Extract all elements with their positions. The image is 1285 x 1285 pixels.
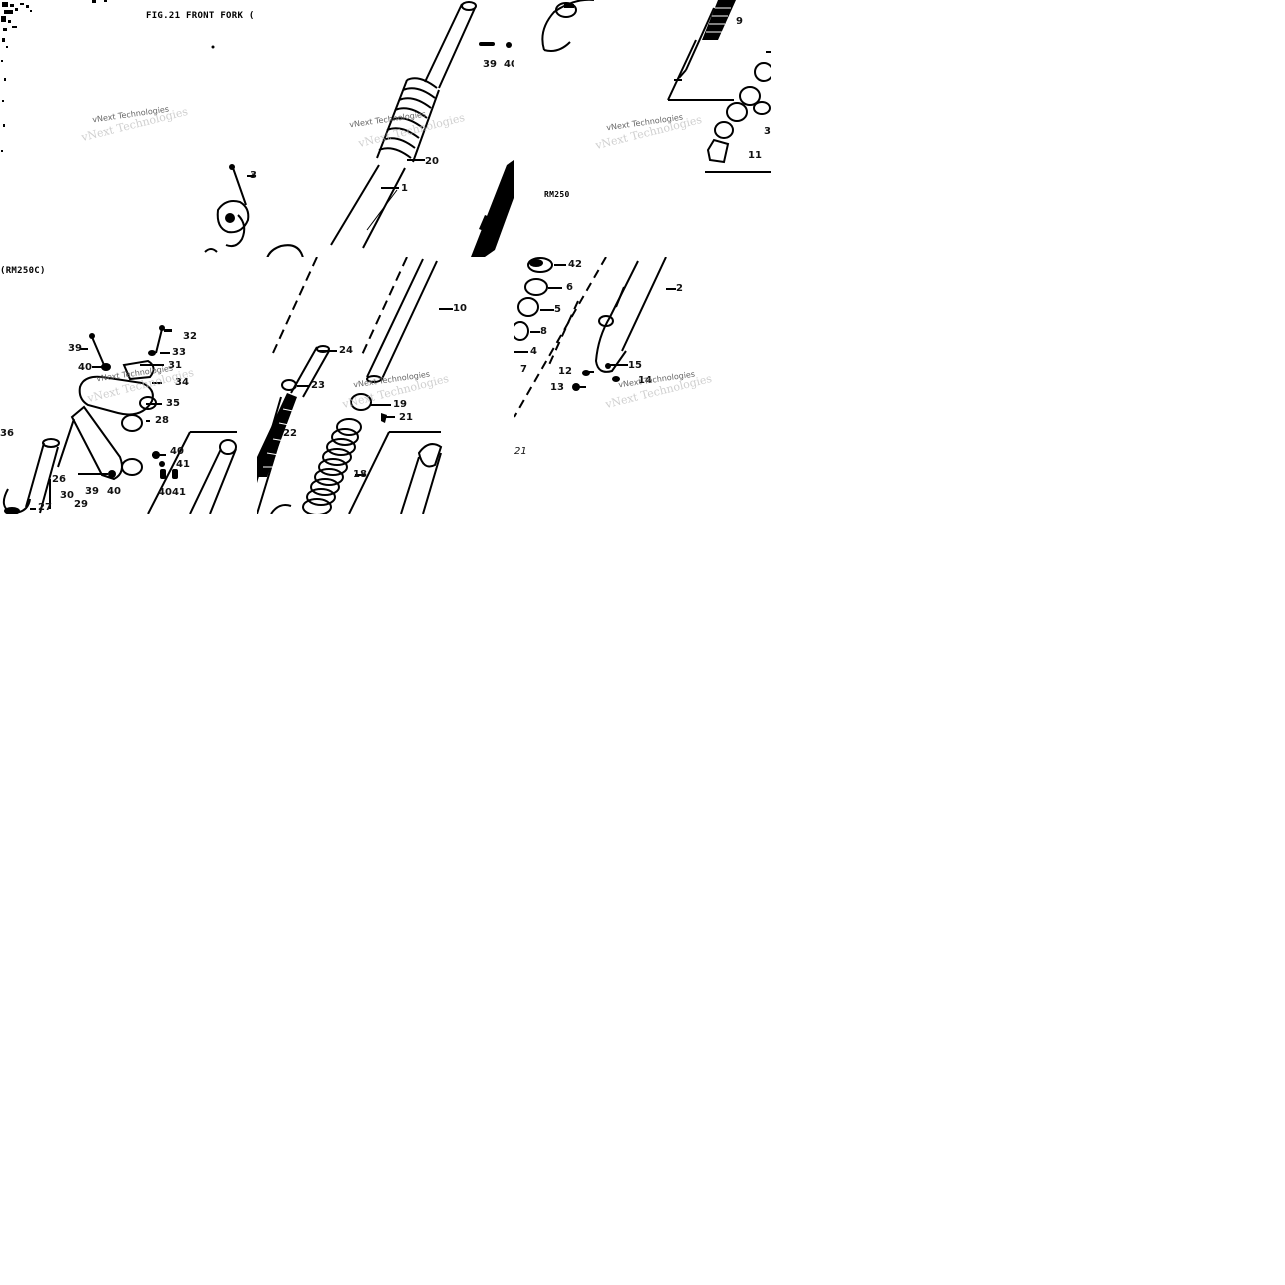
diagram-tile-title: FIG.21 FRONT FORK ( 3 vNext Technologies… — [0, 0, 257, 257]
steering-stem-drawing — [2, 325, 237, 514]
part-number-label: 8 — [540, 326, 547, 337]
part-number-label: 3 — [250, 170, 257, 181]
spring-tile-drawing — [541, 0, 771, 173]
part-number-label: 4 — [530, 346, 537, 357]
part-number-label: 40 — [158, 487, 172, 498]
part-number-label: 19 — [393, 399, 407, 410]
part-number-label: 40 — [107, 486, 121, 497]
part-number-label: 5 — [554, 304, 561, 315]
part-number-label: 11 — [748, 150, 762, 161]
part-number-label: 30 — [60, 490, 74, 501]
part-number-label: 29 — [74, 499, 88, 510]
part-number-label: 39 — [68, 343, 82, 354]
part-number-label: 32 — [183, 331, 197, 342]
part-number-label: 34 — [175, 377, 189, 388]
part-number-label: 3 — [764, 126, 771, 137]
part-number-label: 33 — [172, 347, 186, 358]
part-number-label: 10 — [453, 303, 467, 314]
part-number-label: 40 — [170, 446, 184, 457]
part-number-label: 2 — [676, 283, 683, 294]
part-number-label: 22 — [283, 428, 297, 439]
fork-upper-drawing — [266, 1, 514, 257]
part-number-label: 41 — [172, 487, 186, 498]
part-number-label: 26 — [52, 474, 66, 485]
part-number-label: 9 — [736, 16, 743, 27]
part-number-label: 21 — [399, 412, 413, 423]
diagram-tile-fork-upper: 39 40 20 1 vNext Technologies vNext Tech… — [257, 0, 514, 257]
part-number-label: 41 — [176, 459, 190, 470]
figure-title: FIG.21 FRONT FORK ( — [146, 11, 255, 21]
diagram-tile-steering-stem: (RM250C) 39 40 31 32 33 34 35 28 40 41 3… — [0, 257, 257, 514]
fork-lower-drawing — [257, 257, 453, 514]
part-number-label: 28 — [155, 415, 169, 426]
part-number-label: 39 — [483, 59, 497, 70]
part-number-label: 18 — [353, 469, 367, 480]
outer-tube-drawing — [514, 257, 676, 418]
part-number-label: 7 — [520, 364, 527, 375]
model-label: RM250 — [544, 190, 570, 199]
part-number-label: 12 — [558, 366, 572, 377]
part-number-label: 27 — [38, 502, 52, 513]
diagram-tile-outer-tube: 42 6 5 8 4 7 2 12 13 15 14 21 vNext Tech… — [514, 257, 771, 514]
part-number-label: 6 — [566, 282, 573, 293]
part-number-label: 23 — [311, 380, 325, 391]
part-number-label: 42 — [568, 259, 582, 270]
part-number-label: 35 — [166, 398, 180, 409]
part-number-label: 40 — [78, 362, 92, 373]
part-number-label: 20 — [425, 156, 439, 167]
part-number-label: 36 — [0, 428, 14, 439]
part-number-label: 13 — [550, 382, 564, 393]
part-number-label: 14 — [638, 375, 652, 386]
part-number-label: 21 — [514, 446, 527, 457]
variant-title: (RM250C) — [0, 266, 46, 276]
diagram-tile-spring: 9 3 11 RM250 vNext Technologies vNext Te… — [514, 0, 771, 257]
part-number-label: 1 — [401, 183, 408, 194]
part-number-label: 24 — [339, 345, 353, 356]
part-number-label: 40 — [504, 59, 514, 70]
part-number-label: 15 — [628, 360, 642, 371]
title-tile-drawing — [1, 0, 256, 253]
part-number-label: 39 — [85, 486, 99, 497]
part-number-label: 31 — [168, 360, 182, 371]
diagram-tile-fork-lower: 10 24 23 22 19 21 18 vNext Technologies … — [257, 257, 514, 514]
